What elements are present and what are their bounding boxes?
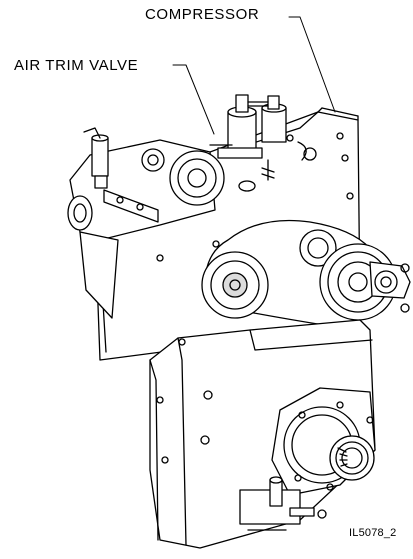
figure-id-label: IL5078_2	[349, 527, 397, 539]
air-trim-valve	[209, 94, 317, 192]
air-trim-valve-callout-label: AIR TRIM VALVE	[14, 57, 139, 74]
bottom-valve-assembly	[239, 476, 327, 531]
leader-lines	[172, 16, 336, 135]
compressor-leader	[288, 16, 336, 113]
air-trim-valve-leader	[172, 64, 215, 135]
output-coupling	[369, 261, 411, 313]
compressor-callout-label: COMPRESSOR	[145, 6, 260, 23]
belt-drive	[201, 219, 397, 328]
plate-bolt-holes	[156, 132, 354, 346]
gearbox-housing	[149, 319, 376, 549]
left-valve-fitting	[83, 127, 159, 223]
